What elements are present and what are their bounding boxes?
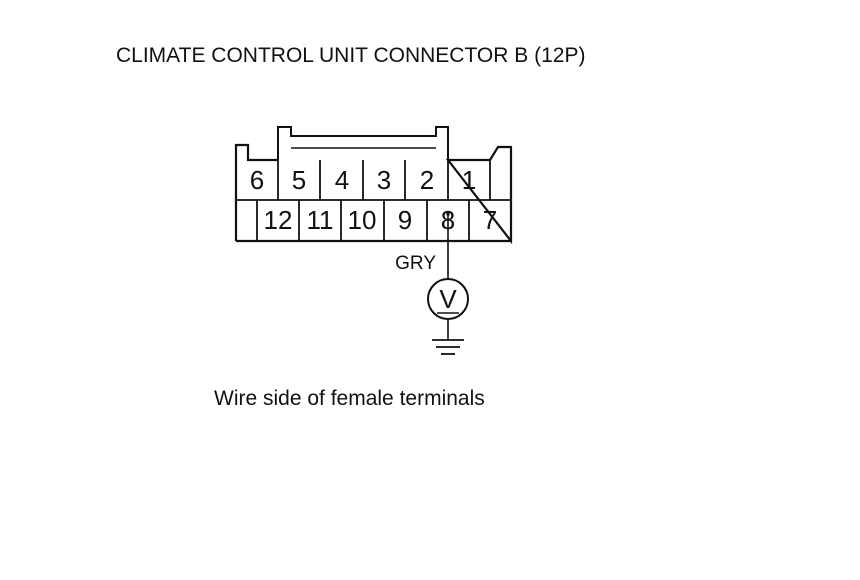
probe-tip: [446, 212, 450, 216]
pin-7-label: 7: [483, 205, 497, 235]
connector-body: [234, 143, 513, 245]
pin-5-label: 5: [292, 165, 306, 195]
connector-latch: [277, 126, 449, 160]
top-row-dividers: [277, 160, 491, 200]
pin-11-label: 11: [307, 205, 334, 235]
diagram-title: CLIMATE CONTROL UNIT CONNECTOR B (12P): [116, 44, 586, 67]
pin-4-label: 4: [335, 165, 349, 195]
ground-icon: [432, 339, 464, 355]
pin-3-label: 3: [377, 165, 391, 195]
diagram-caption: Wire side of female terminals: [214, 387, 485, 410]
pin-9-label: 9: [398, 205, 412, 235]
bottom-row-dividers: [256, 200, 470, 241]
pin-10-label: 10: [348, 205, 377, 235]
pin-1-label: 1: [462, 165, 476, 195]
pin-2-label: 2: [420, 165, 434, 195]
pin-12-label: 12: [264, 205, 293, 235]
wire-color-label: GRY: [395, 253, 436, 274]
pin-6-label: 6: [250, 165, 264, 195]
voltmeter-symbol: V: [439, 284, 457, 314]
